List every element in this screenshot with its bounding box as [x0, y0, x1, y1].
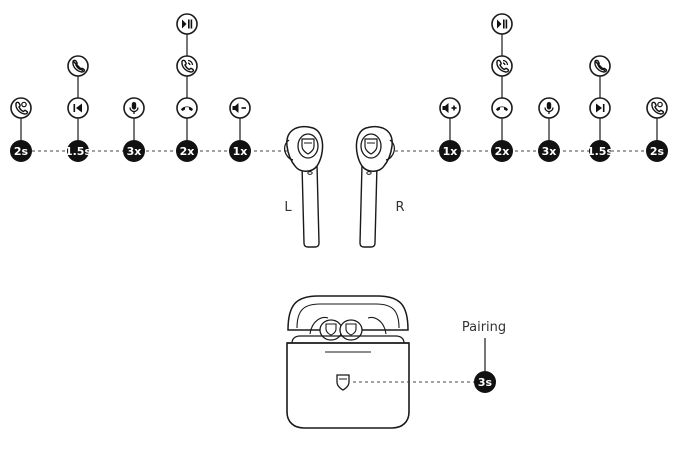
tap-badge-label: 1.5s	[587, 145, 613, 158]
end-call-icon	[176, 97, 198, 119]
charging-case	[286, 295, 410, 429]
tap-badge: 2s	[10, 140, 32, 162]
tap-badge-label: 1x	[233, 145, 248, 158]
tap-badge: 2x	[176, 140, 198, 162]
left-earbud-label: L	[284, 200, 292, 215]
volume-down-icon	[229, 97, 251, 119]
tap-badge: 2x	[491, 140, 513, 162]
microphone-icon	[538, 97, 560, 119]
tap-badge: 3x	[123, 140, 145, 162]
tap-badge: 2s	[646, 140, 668, 162]
end-call-icon	[491, 97, 513, 119]
pairing-tap-badge-label: 3s	[478, 376, 493, 389]
tap-badge-label: 2s	[14, 145, 29, 158]
pairing-label: Pairing	[462, 320, 506, 335]
tap-badge: 1.5s	[65, 140, 91, 162]
tap-badge-label: 2s	[650, 145, 665, 158]
tap-badge-label: 3x	[542, 145, 557, 158]
tap-badge-label: 1.5s	[65, 145, 91, 158]
tap-badge-label: 2x	[180, 145, 195, 158]
play-pause-icon	[491, 13, 513, 35]
pairing-tap-badge: 3s	[474, 371, 496, 393]
tap-badge-label: 3x	[127, 145, 142, 158]
tap-badge-label: 1x	[443, 145, 458, 158]
tap-badge-label: 2x	[495, 145, 510, 158]
reject-call-icon	[589, 55, 611, 77]
tap-badge: 1x	[439, 140, 461, 162]
answer-call-icon	[491, 55, 513, 77]
case-logo-icon	[336, 374, 350, 391]
play-pause-icon	[176, 13, 198, 35]
next-track-icon	[589, 97, 611, 119]
tap-badge: 1.5s	[587, 140, 613, 162]
microphone-icon	[123, 97, 145, 119]
tap-badge: 1x	[229, 140, 251, 162]
voice-assistant-icon	[10, 97, 32, 119]
right-earbud	[355, 125, 396, 248]
volume-up-icon	[439, 97, 461, 119]
reject-call-icon	[67, 55, 89, 77]
tap-badge: 3x	[538, 140, 560, 162]
right-earbud-label: R	[395, 200, 404, 215]
previous-track-icon	[67, 97, 89, 119]
answer-call-icon	[176, 55, 198, 77]
left-earbud	[283, 125, 324, 248]
voice-assistant-icon	[646, 97, 668, 119]
